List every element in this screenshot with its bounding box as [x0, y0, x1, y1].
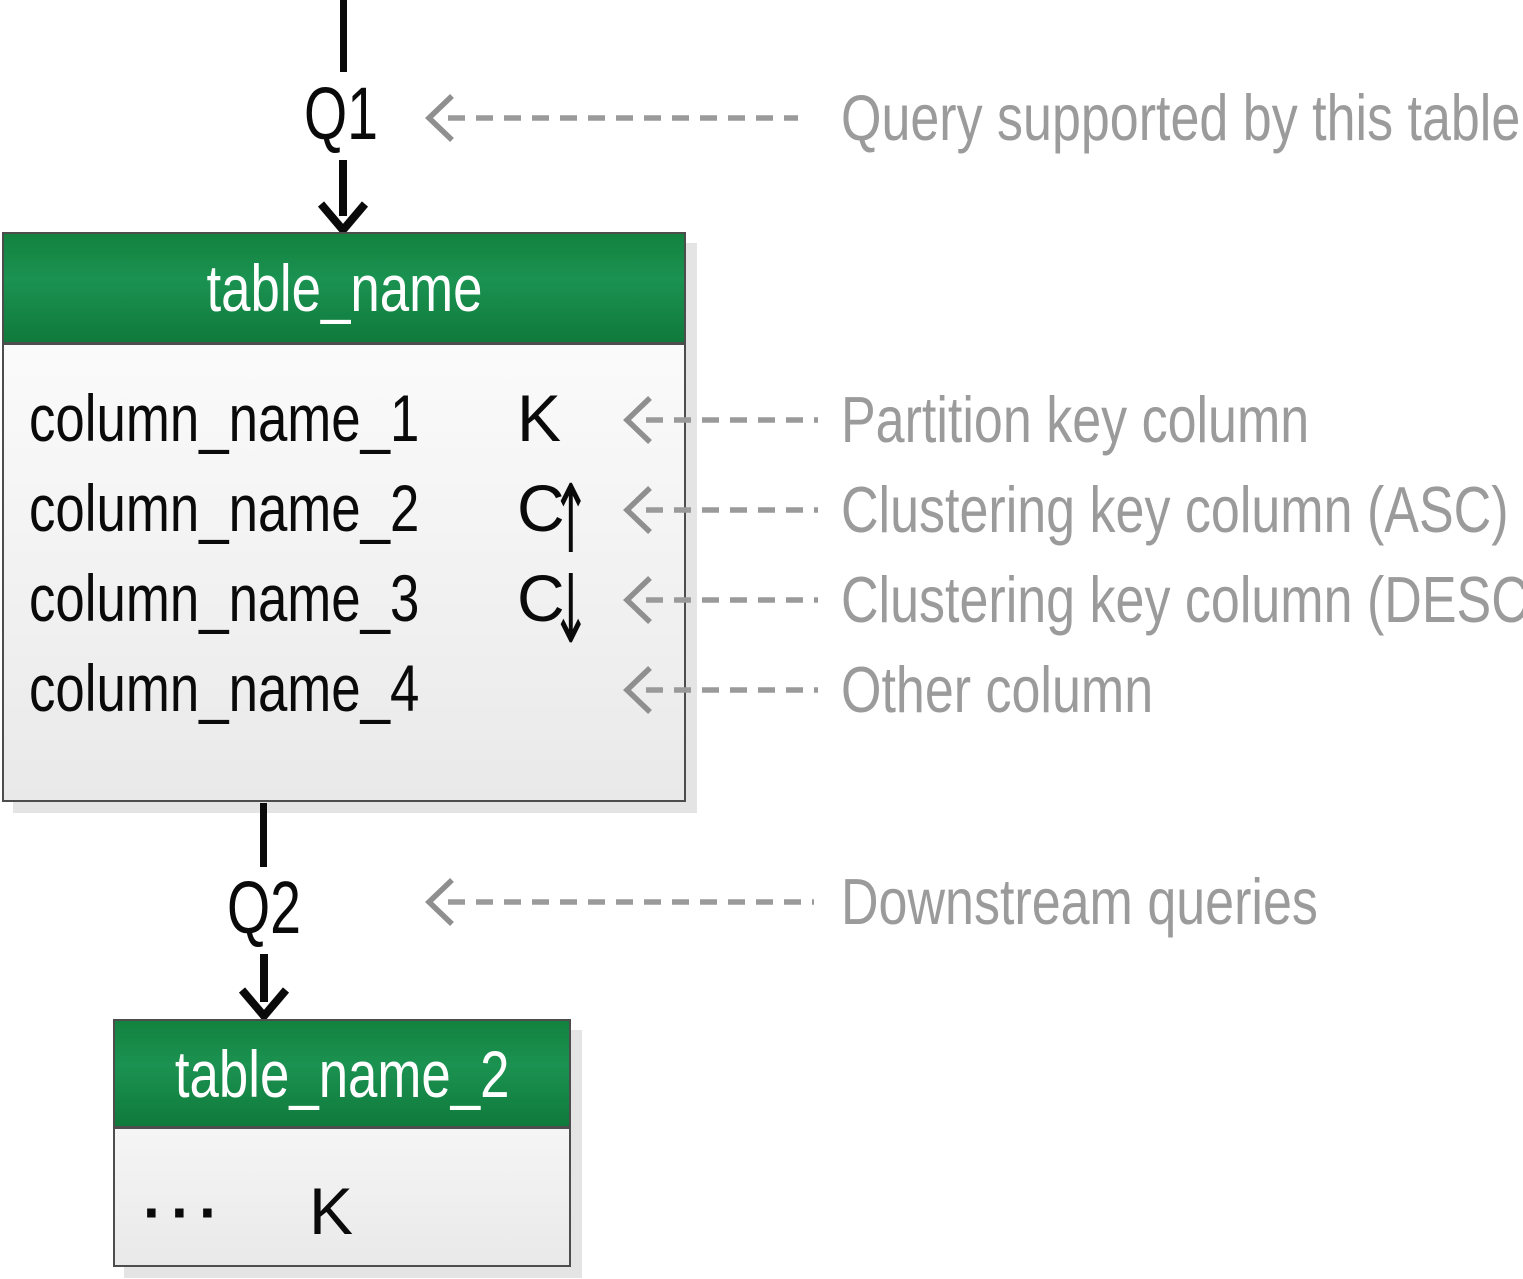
annotation-clustering-asc-text: Clustering key column (ASC) [841, 473, 1509, 546]
partition-key-symbol: K [517, 381, 562, 455]
dashed-arrow-left-icon [623, 576, 818, 624]
clustering-key-symbol: C [517, 561, 565, 635]
table-row: column_name_4 [4, 643, 684, 733]
table-row: column_name_2 C ↑ [4, 463, 684, 570]
annotation-downstream-queries-text: Downstream queries [841, 865, 1318, 938]
ellipsis-columns-label: ··· [143, 1179, 227, 1246]
column-name-4-label: column_name_4 [29, 651, 420, 725]
column-name-2-label: column_name_2 [29, 471, 420, 545]
annotation-clustering-desc: Clustering key column (DESC) [841, 555, 1523, 645]
table-name-title: table_name [206, 251, 482, 325]
q2-incoming-connector-line [260, 803, 267, 867]
dashed-arrow-left-icon [425, 878, 814, 926]
query-q2-label: Q2 [227, 871, 301, 945]
column-name-3-label: column_name_3 [29, 561, 420, 635]
table-name-2-header: table_name_2 [115, 1021, 569, 1129]
dashed-arrow-left-icon [623, 666, 818, 714]
table-table-name-2: table_name_2 ··· K [113, 1019, 571, 1267]
query-q1-label: Q1 [304, 77, 378, 151]
dashed-arrow-left-icon [623, 486, 818, 534]
table-name-2-body: ··· K [115, 1129, 569, 1265]
annotation-other-column: Other column [841, 645, 1231, 735]
annotation-query-supported: Query supported by this table [841, 73, 1523, 163]
partition-key-symbol: K [309, 1174, 354, 1248]
query-q1-text: Q1 [303, 72, 379, 155]
q1-incoming-connector-line [340, 0, 347, 72]
annotation-partition-key-text: Partition key column [841, 383, 1310, 456]
arrow-down-icon [238, 954, 290, 1023]
table-name-header: table_name [4, 234, 684, 345]
ascending-arrow-icon: ↑ [551, 465, 591, 575]
dashed-arrow-left-icon [623, 396, 818, 444]
descending-arrow-icon: ↓ [551, 555, 591, 665]
table-name-body: column_name_1 K column_name_2 C ↑ column… [4, 345, 684, 733]
dashed-arrow-left-icon [425, 94, 798, 142]
query-q2-text: Q2 [226, 866, 302, 949]
annotation-clustering-desc-text: Clustering key column (DESC) [841, 563, 1523, 636]
table-name-2-title: table_name_2 [174, 1036, 510, 1111]
clustering-key-symbol: C [517, 471, 565, 545]
arrow-down-icon [317, 160, 369, 237]
table-row: column_name_1 K [4, 373, 684, 463]
table-row: column_name_3 C ↓ [4, 553, 684, 660]
annotation-query-supported-text: Query supported by this table [841, 81, 1521, 154]
column-name-1-label: column_name_1 [29, 381, 420, 455]
annotation-other-column-text: Other column [841, 653, 1154, 726]
annotation-partition-key: Partition key column [841, 375, 1426, 465]
annotation-clustering-asc: Clustering key column (ASC) [841, 465, 1523, 555]
annotation-downstream-queries: Downstream queries [841, 857, 1437, 947]
table-table-name: table_name column_name_1 K column_name_2… [2, 232, 686, 802]
